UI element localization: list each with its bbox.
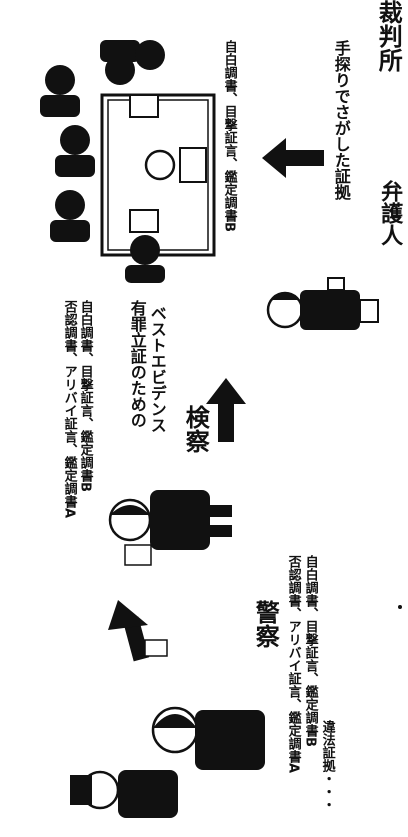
- witness-figure: [144, 149, 176, 181]
- best-evidence-line2: ベストエビデンス: [147, 305, 167, 433]
- arrow-lawyer-to-court: [262, 138, 324, 178]
- prosecutor-label: 検察: [181, 405, 210, 453]
- lawyer-label: 弁護人: [377, 180, 403, 246]
- lawyer-evidence-caption: 手探りでさがした証拠: [331, 40, 351, 200]
- prosecutor-figure: [108, 490, 232, 566]
- arrow-police-to-prosecutor: [108, 600, 150, 662]
- lawyer-figure: [266, 277, 379, 330]
- court-label: 裁判所: [374, 0, 403, 72]
- police-evidence-line3: 違法証拠・・・: [319, 720, 335, 811]
- police-figures: [70, 639, 265, 818]
- police-evidence-line1: 否認調書、アリバイ証言、鑑定調書A: [285, 555, 301, 774]
- police-evidence-line2: 自白調書、目撃証言、鑑定調書B: [302, 555, 318, 747]
- judge-figures: [40, 40, 165, 283]
- court-documents: 自白調書、目撃証言、鑑定調書B: [221, 40, 237, 232]
- prosecutor-evidence-line2: 自白調書、目撃証言、鑑定調書B: [77, 300, 93, 492]
- police-label: 警察: [251, 600, 280, 648]
- prosecutor-evidence-line1: 否認調書、アリバイ証言、鑑定調書A: [61, 300, 77, 519]
- best-evidence-line1: 有罪立証のための: [127, 300, 147, 428]
- court-scene: [40, 40, 216, 283]
- arrow-prosecutor-to-court: [206, 378, 246, 442]
